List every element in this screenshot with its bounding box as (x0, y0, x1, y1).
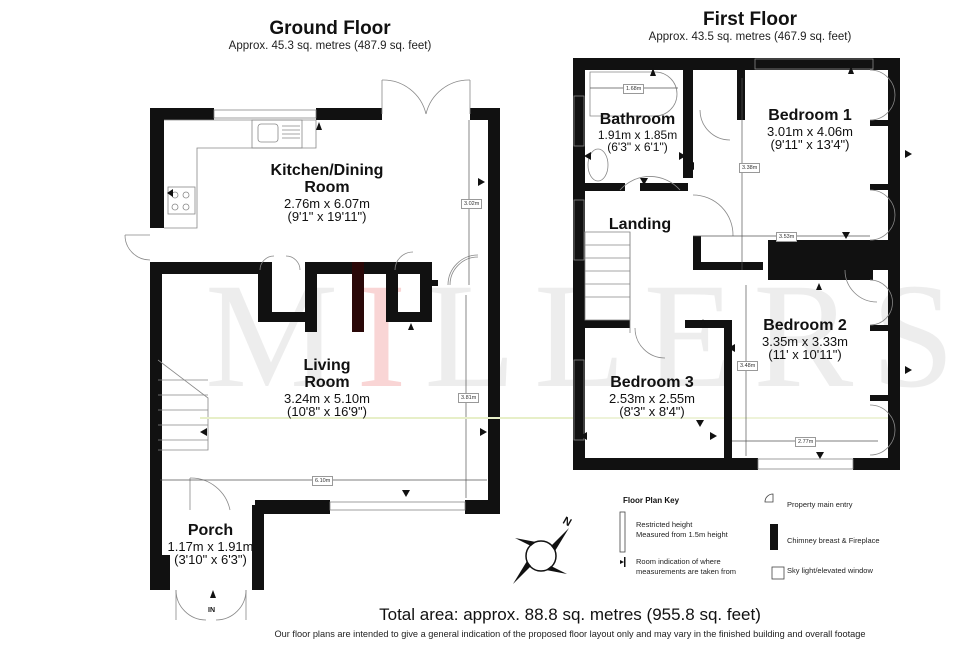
key-label: Sky light/elevated window (787, 566, 873, 575)
room-porch: Porch 1.17m x 1.91m (3'10" x 6'3") (153, 522, 268, 568)
key-item-chimney: Chimney breast & Fireplace (787, 536, 880, 546)
chimney-icon (770, 524, 778, 550)
ground-floor-area: Approx. 45.3 sq. metres (487.9 sq. feet) (228, 40, 432, 52)
room-metric: 2.53m x 2.55m (609, 390, 695, 406)
dimension-tag: 3.53m (776, 232, 798, 242)
key-label: Chimney breast & Fireplace (787, 536, 880, 545)
room-metric: 1.91m x 1.85m (597, 127, 678, 142)
main-entry-icon (764, 493, 774, 503)
key-label: Room indication of where (636, 557, 721, 566)
room-bedroom-3: Bedroom 3 2.53m x 2.55m (8'3" x 8'4") (597, 374, 707, 420)
ground-floor-walls (150, 108, 500, 590)
watermark-text: LLERS (424, 253, 973, 419)
room-imperial: (10'8" x 16'9") (287, 404, 367, 420)
ground-floor-fixtures (124, 79, 479, 621)
room-bedroom-2: Bedroom 2 3.35m x 3.33m (11' x 10'11") (750, 317, 860, 363)
dimension-tag: 3.48m (737, 361, 759, 371)
restricted-height-icon (619, 511, 626, 553)
disclaimer: Our floor plans are intended to give a g… (274, 629, 866, 639)
first-floor-walls (573, 58, 900, 470)
room-name: Bathroom (599, 111, 676, 128)
room-metric: 3.35m x 3.33m (762, 333, 848, 349)
dimension-tag: 6.10m (312, 476, 334, 486)
room-name: Kitchen/Dining (270, 162, 384, 179)
total-area: Total area: approx. 88.8 sq. metres (955… (379, 605, 761, 624)
key-label: measurements are taken from (636, 567, 737, 576)
dimension-tag: 3.81m (458, 393, 480, 403)
room-name: Bedroom 1 (768, 107, 852, 124)
measurement-marker-icon (620, 560, 624, 564)
key-item-skylight: Sky light/elevated window (787, 566, 873, 576)
dimension-tag: 3.38m (739, 163, 761, 173)
first-floor-title: First Floor (703, 9, 797, 30)
key-item-measurement-marker: Room indication of where measurements ar… (636, 557, 736, 577)
entry-label: IN (208, 607, 215, 614)
first-floor-area: Approx. 43.5 sq. metres (467.9 sq. feet) (648, 31, 852, 43)
room-imperial: (8'3" x 8'4") (619, 404, 685, 420)
first-floor-fixtures (573, 58, 896, 470)
room-metric: 2.76m x 6.07m (284, 195, 370, 211)
key-label: Property main entry (787, 500, 853, 509)
room-name: Porch (187, 522, 234, 539)
room-metric: 3.01m x 4.06m (767, 123, 853, 139)
key-title: Floor Plan Key (623, 496, 680, 505)
room-bathroom: Bathroom 1.91m x 1.85m (6'3" x 6'1") (590, 111, 685, 155)
room-name: Bedroom 3 (610, 374, 694, 391)
room-name: Living (303, 357, 351, 374)
room-imperial: (3'10" x 6'3") (174, 552, 247, 568)
key-label: Restricted height (636, 520, 693, 529)
dimension-tag: 2.77m (795, 437, 817, 447)
measurement-marker-icon (624, 557, 626, 567)
room-metric: 1.17m x 1.91m (167, 538, 254, 554)
room-landing: Landing (600, 216, 680, 234)
room-name: Landing (608, 216, 672, 233)
key-label: Measured from 1.5m height (636, 530, 728, 539)
room-living: Living Room 3.24m x 5.10m (10'8" x 16'9"… (247, 357, 407, 420)
room-imperial: (6'3" x 6'1") (607, 140, 668, 155)
dimension-tag: 1.68m (623, 84, 645, 94)
measurement-marker-icons (167, 122, 487, 598)
key-item-restricted-height: Restricted height Measured from 1.5m hei… (636, 520, 728, 540)
room-metric: 3.24m x 5.10m (284, 390, 370, 406)
room-imperial: (9'11" x 13'4") (770, 137, 850, 153)
room-imperial: (11' x 10'11") (768, 347, 842, 363)
ground-floor-title: Ground Floor (269, 18, 391, 39)
skylight-icon (771, 566, 785, 580)
room-name: Room (304, 178, 350, 196)
key-item-main-entry: Property main entry (787, 500, 852, 510)
dimension-tag: 3.02m (461, 199, 483, 209)
room-name: Room (304, 373, 350, 391)
room-imperial: (9'1" x 19'11") (287, 209, 367, 225)
watermark-text: I (356, 253, 425, 419)
measurement-marker-icons-first (580, 66, 912, 459)
room-bedroom-1: Bedroom 1 3.01m x 4.06m (9'11" x 13'4") (755, 107, 865, 153)
room-kitchen-dining: Kitchen/Dining Room 2.76m x 6.07m (9'1" … (237, 162, 417, 225)
compass-icon (513, 528, 569, 584)
room-name: Bedroom 2 (763, 317, 847, 334)
